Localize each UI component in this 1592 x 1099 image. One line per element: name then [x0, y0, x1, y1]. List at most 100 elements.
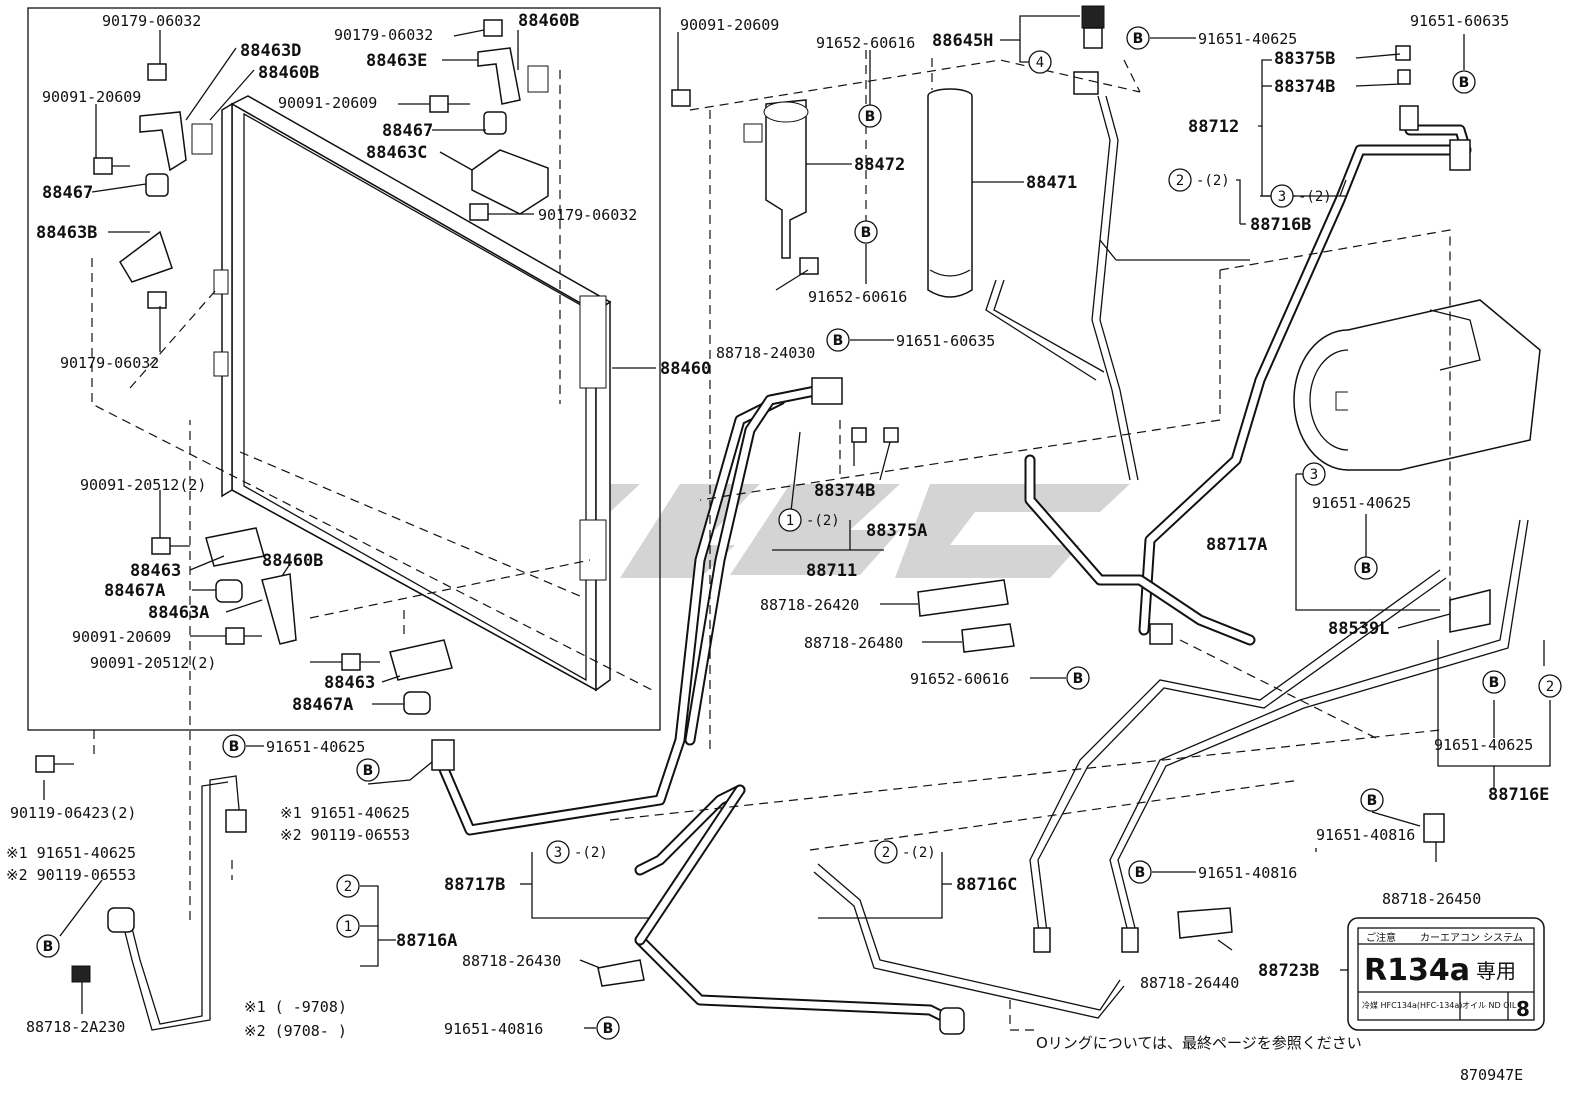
b-marker: B: [1128, 860, 1152, 884]
oring-note: Oリングについては、最終ページを参照ください: [1036, 1034, 1362, 1052]
receiver-drier-88471: [927, 88, 973, 298]
label-88374b: 88374B: [1274, 77, 1335, 97]
nut-90179-06032-topright: [483, 19, 503, 37]
cap-88375b: [1395, 45, 1411, 61]
plate-oil-number: 8: [1516, 997, 1530, 1021]
bracket-88463-lower-a: [205, 527, 265, 567]
label-88467a: 88467A: [292, 695, 353, 715]
label-88712: 88712: [1188, 117, 1239, 137]
clip-88718-2a230: [71, 965, 91, 983]
label-88460b: 88460B: [518, 11, 579, 31]
number-marker: 3: [546, 840, 570, 864]
plate-small-mid: オイル ND OIL: [1462, 1001, 1517, 1010]
compressor: [1293, 299, 1541, 471]
number-marker: 2: [336, 874, 360, 898]
clip-88718-26450: [1423, 813, 1445, 843]
label-88716e: 88716E: [1488, 785, 1549, 805]
quantity-label: -(2): [574, 845, 608, 861]
fitting-88716e-end: [1121, 927, 1139, 953]
svg-text:2: 2: [1546, 679, 1554, 695]
condenser: [191, 95, 612, 692]
clamp-88718-26420: [917, 579, 1009, 617]
plate-exclusive: 専用: [1476, 959, 1516, 983]
label-88539l: 88539L: [1328, 619, 1389, 639]
svg-text:3: 3: [1278, 189, 1286, 205]
label-91652-60616: 91652-60616: [816, 34, 915, 52]
insulator-88467a-b: [403, 691, 431, 715]
number-marker: 2: [1538, 674, 1562, 698]
svg-text:B: B: [861, 225, 872, 241]
label-91651-40625: 91651-40625: [1198, 30, 1297, 48]
b-marker: B: [1066, 666, 1090, 690]
bolt-90091-20512-b: [341, 653, 380, 671]
refrigerant-label-plate: ご注意 カーエアコン システム R134a 専用 冷媒 HFC134a(HFC-…: [1347, 917, 1545, 1031]
clip-88718-24030: [799, 257, 819, 275]
b-marker: B: [36, 934, 60, 958]
number-marker: 3: [1270, 184, 1294, 208]
insulator-88467a-a: [215, 579, 243, 603]
svg-text:1: 1: [786, 513, 794, 529]
svg-text:B: B: [1135, 865, 1146, 881]
label-88711: 88711: [806, 561, 857, 581]
svg-text:1: 1: [344, 919, 352, 935]
b-marker: B: [596, 1016, 620, 1040]
label-91651-40816: 91651-40816: [1198, 864, 1297, 882]
label-88375a: 88375A: [866, 521, 927, 541]
label-88463: 88463: [130, 561, 181, 581]
pipe-88716e: [1109, 519, 1529, 941]
number-marker: 1: [778, 508, 802, 532]
bolt-90091-20609-top: [429, 95, 470, 113]
label-note1: ※1 91651-40625: [6, 844, 136, 862]
b-marker: B: [1452, 70, 1476, 94]
condenser-group-frame: [27, 7, 661, 731]
label-note1: ※1 91651-40625: [280, 804, 410, 822]
bracket-88460b-top: [527, 65, 549, 93]
svg-text:B: B: [603, 1021, 614, 1037]
label-88718-26440: 88718-26440: [1140, 974, 1239, 992]
label-88723b: 88723B: [1258, 961, 1319, 981]
fitting-88712-end: [1449, 139, 1471, 171]
b-marker: B: [1482, 670, 1506, 694]
label-note2: ※2 90119-06553: [6, 866, 136, 884]
label-90091-20609: 90091-20609: [680, 16, 779, 34]
label-88463d: 88463D: [240, 41, 301, 61]
bolt-90091-20609-drier: [671, 89, 691, 107]
fitting-88717a-end: [1149, 623, 1173, 645]
label-88460: 88460: [660, 359, 711, 379]
pipe-88716a: [121, 775, 241, 1031]
bolt-90119-06423: [35, 755, 74, 773]
svg-text:B: B: [1133, 31, 1144, 47]
clamp-88718-26430: [597, 959, 645, 987]
svg-text:B: B: [229, 739, 240, 755]
b-marker: B: [826, 328, 850, 352]
label-90179-06032: 90179-06032: [60, 354, 159, 372]
footnote-2: ※2 (9708- ): [244, 1022, 347, 1040]
number-marker: 1: [336, 914, 360, 938]
label-88717a: 88717A: [1206, 535, 1267, 555]
label-88718-2a230: 88718-2A230: [26, 1018, 125, 1036]
clamp-88718-26440: [1177, 907, 1233, 939]
b-marker: B: [1126, 26, 1150, 50]
svg-text:2: 2: [344, 879, 352, 895]
svg-text:3: 3: [554, 845, 562, 861]
fitting-88716c-end: [1033, 927, 1051, 953]
fitting-88716a-upper: [225, 809, 247, 833]
fitting-88711-end: [811, 377, 843, 405]
label-88645h: 88645H: [932, 31, 993, 51]
nut-90179-06032-right: [469, 203, 489, 221]
b-marker: B: [854, 220, 878, 244]
label-88463a: 88463A: [148, 603, 209, 623]
cap-88374b-mid: [851, 427, 867, 443]
quantity-label: -(2): [902, 845, 936, 861]
fitting-88717b-end: [431, 739, 455, 771]
pipe-88717a: [1024, 454, 1447, 941]
insulator-88467-left: [145, 173, 169, 197]
b-marker: B: [858, 104, 882, 128]
clamp-88539l: [1449, 589, 1491, 633]
label-88460b: 88460B: [258, 63, 319, 83]
plate-system: カーエアコン システム: [1420, 932, 1523, 944]
label-88374b: 88374B: [814, 481, 875, 501]
cap-88374b-right: [1397, 69, 1411, 85]
cap-88375a: [883, 427, 899, 443]
